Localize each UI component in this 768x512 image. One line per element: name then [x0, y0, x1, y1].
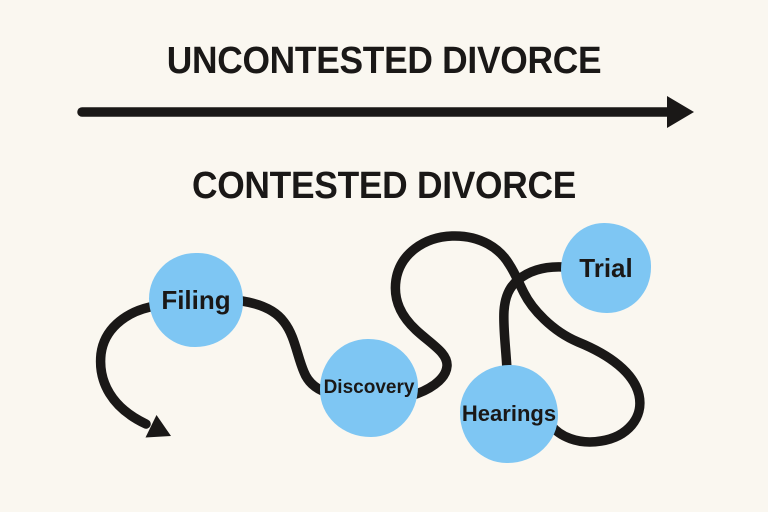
hearings-trial-line: [499, 262, 569, 375]
stage-circle-discovery: Discovery: [320, 339, 418, 437]
contested-curl-arrowhead-icon: [145, 415, 171, 438]
stage-circle-hearings: Hearings: [460, 365, 558, 463]
stage-label-filing: Filing: [161, 284, 231, 315]
stage-label-trial: Trial: [579, 252, 633, 283]
discovery-hearings-loop-line: [390, 231, 645, 447]
stage-circle-filing: Filing: [149, 253, 243, 347]
contested-curl-line: [95, 302, 155, 429]
contested-title: CONTESTED DIVORCE: [191, 165, 577, 207]
uncontested-title: UNCONTESTED DIVORCE: [166, 40, 602, 82]
uncontested-arrowhead-icon: [667, 96, 694, 128]
filing-discovery-wave-line: [237, 296, 341, 400]
stage-circle-trial: Trial: [561, 223, 651, 313]
stage-label-hearings: Hearings: [461, 401, 557, 426]
stage-label-discovery: Discovery: [323, 377, 415, 398]
